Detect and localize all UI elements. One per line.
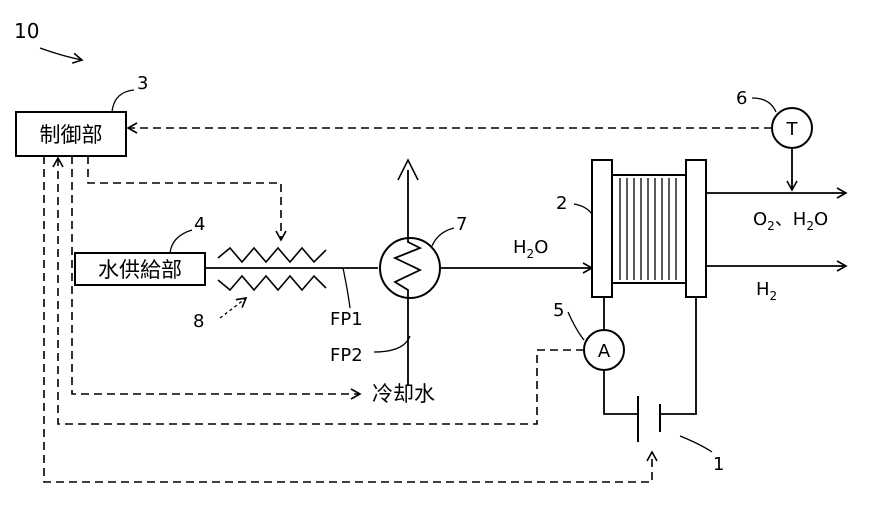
stack-ref-leader <box>574 204 592 214</box>
controller-ref: 3 <box>137 73 148 94</box>
thermometer-ref: 6 <box>736 88 747 109</box>
ammeter-ref-leader <box>568 312 584 340</box>
fp1-label: FP1 <box>330 309 363 330</box>
stack-ref: 2 <box>556 193 567 214</box>
wire-ammeter-to-source <box>604 370 638 414</box>
controller-ref-leader <box>112 90 134 112</box>
wire-stack-to-source <box>660 297 696 414</box>
thermometer: T <box>772 108 812 148</box>
system-ref-arrow <box>40 48 82 60</box>
coolant-label: 冷却水 <box>372 382 435 406</box>
heat-exchanger-ref-leader <box>432 228 454 246</box>
power-source-ref: 1 <box>713 454 724 475</box>
outlet-o2-label: O2、H2O <box>753 209 828 233</box>
heat-exchanger-ref: 7 <box>456 214 467 235</box>
heat-exchanger <box>380 170 440 385</box>
thermometer-ref-leader <box>752 98 776 112</box>
water-supply-ref: 4 <box>194 214 205 235</box>
signal-controller-to-valve <box>88 156 281 240</box>
ammeter: A <box>584 330 624 370</box>
power-source-symbol <box>638 396 660 442</box>
fp2-label: FP2 <box>330 345 363 366</box>
controller-label: 制御部 <box>40 123 103 147</box>
thermometer-symbol: T <box>786 119 799 140</box>
water-supply-box: 水供給部 <box>75 253 205 285</box>
valve-ref-arrow <box>220 298 246 318</box>
controller-box: 制御部 <box>16 112 126 156</box>
power-source-ref-leader <box>680 436 712 452</box>
valve-symbol <box>218 248 326 290</box>
electrolysis-stack <box>592 160 706 297</box>
water-supply-label: 水供給部 <box>98 258 182 282</box>
fp2-leader <box>374 336 410 352</box>
ammeter-symbol: A <box>598 341 611 362</box>
water-supply-ref-leader <box>170 230 192 253</box>
ammeter-ref: 5 <box>553 300 564 321</box>
system-ref-label: 10 <box>14 19 39 43</box>
valve-ref: 8 <box>193 311 204 332</box>
signal-ammeter-to-controller <box>58 158 584 424</box>
inlet-h2o-label: H2O <box>513 237 548 261</box>
fp1-leader <box>343 268 350 308</box>
outlet-h2-label: H2 <box>756 279 777 303</box>
